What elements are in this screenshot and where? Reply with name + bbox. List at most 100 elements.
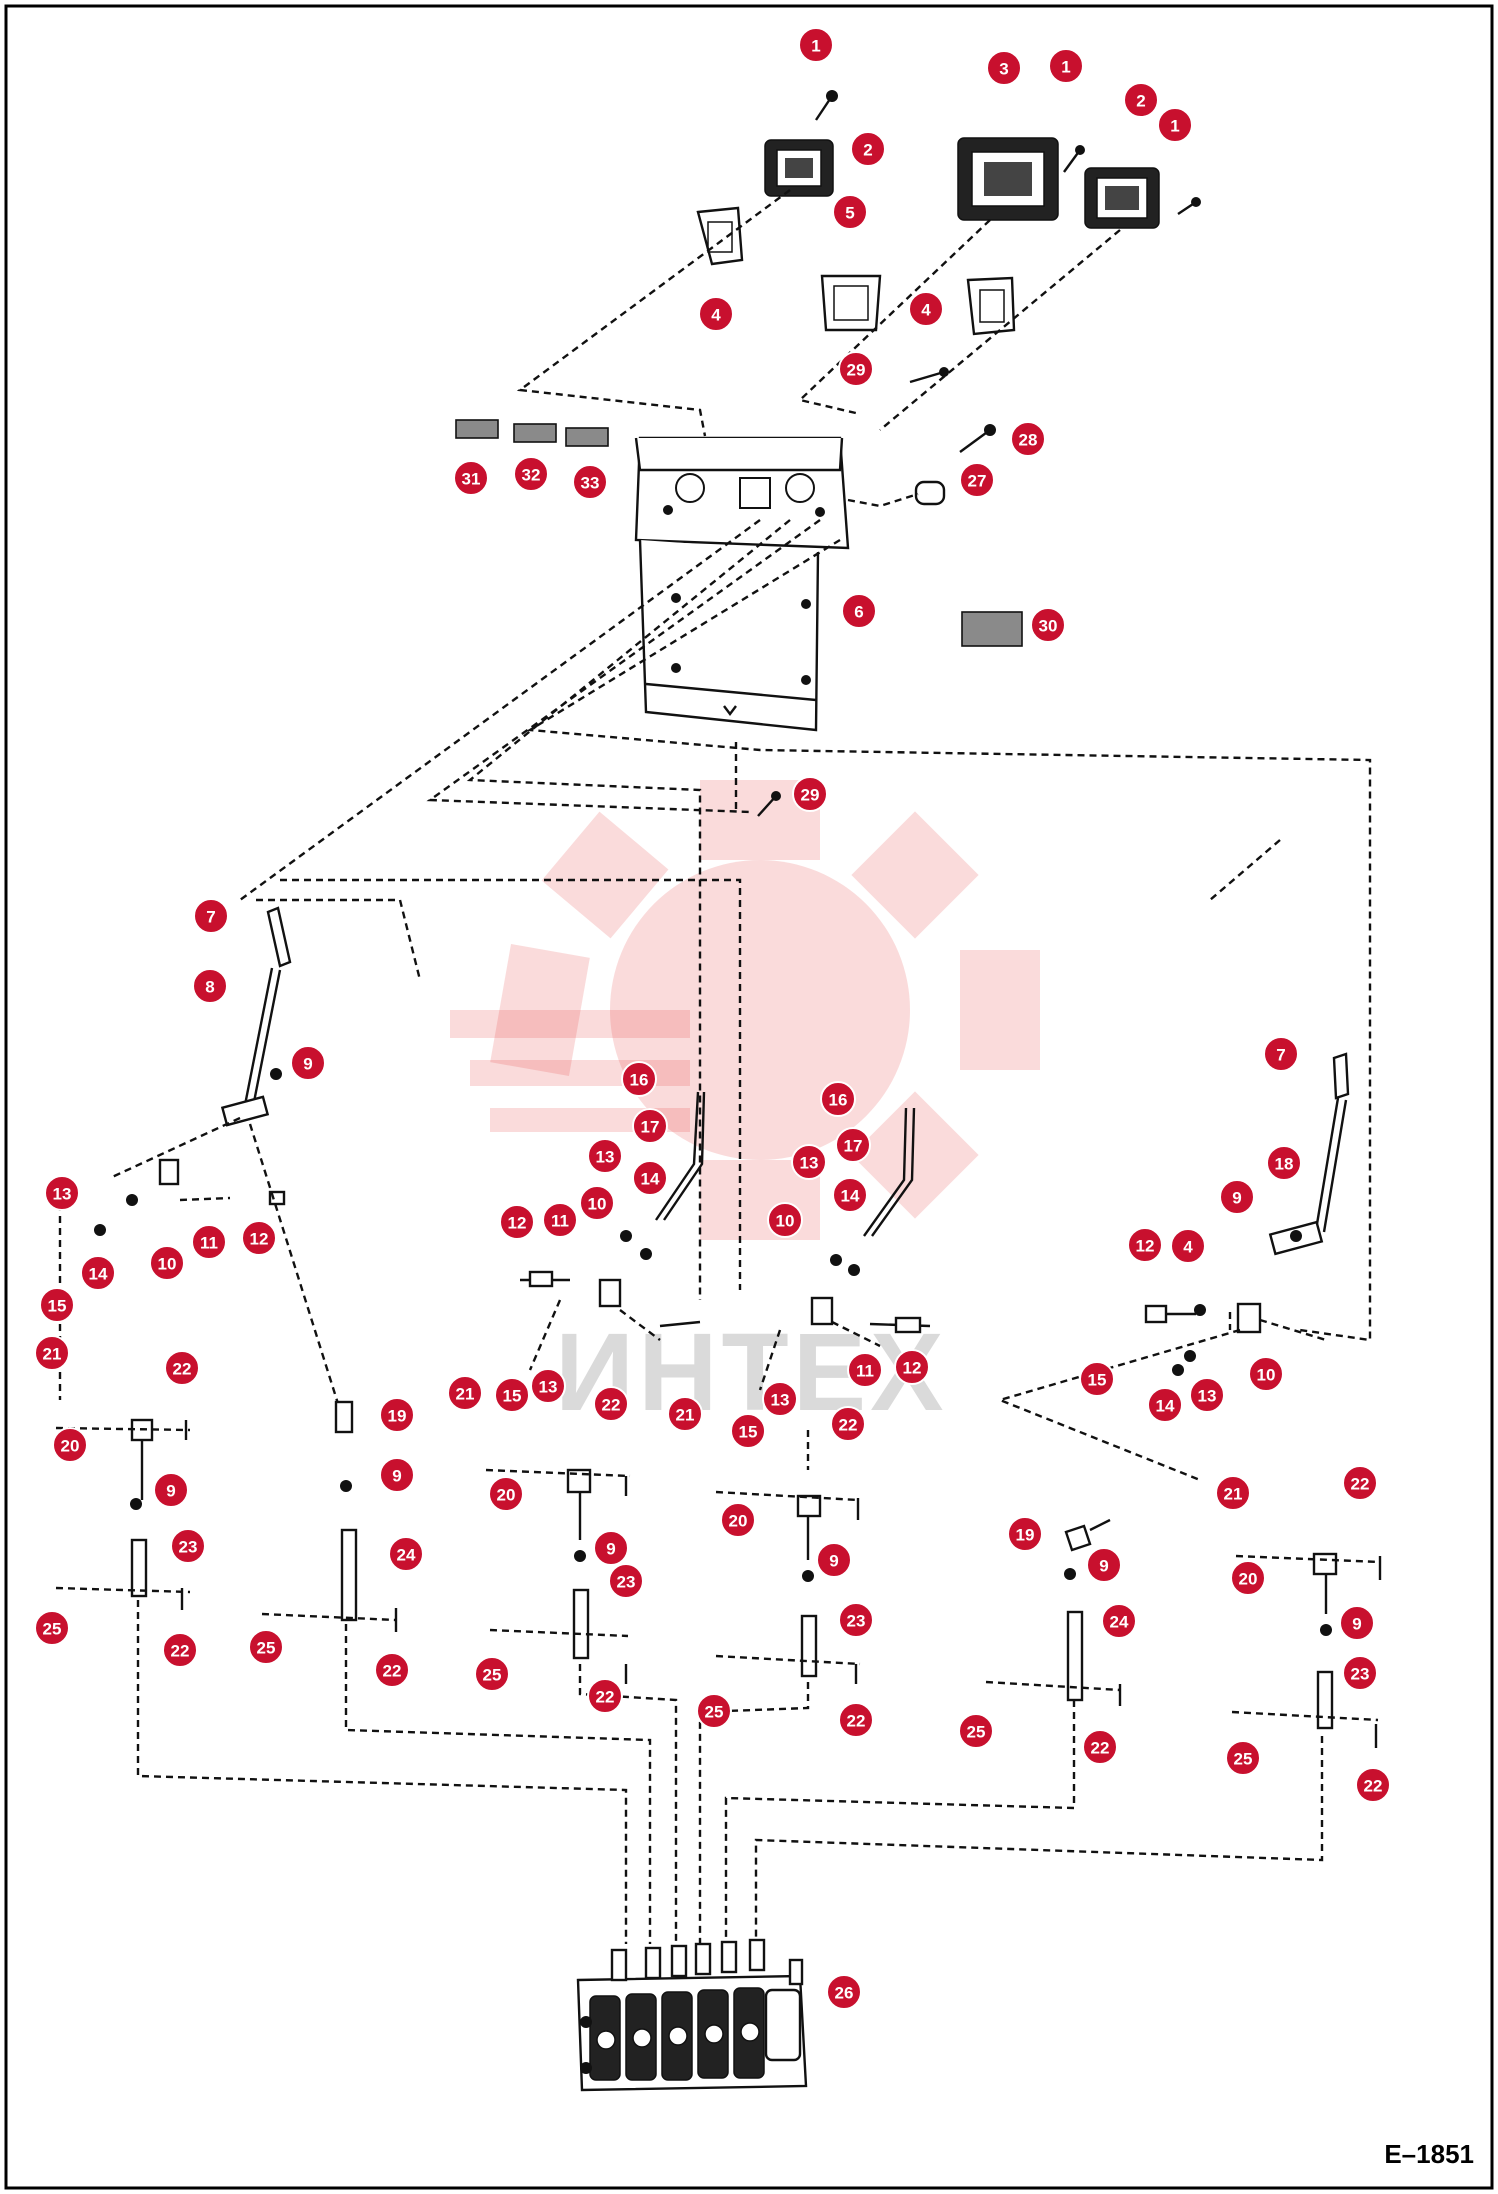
callout-badge[interactable]: 6 [841, 593, 877, 629]
callout-label: 12 [250, 1230, 269, 1249]
callout-badge[interactable]: 10 [1248, 1356, 1284, 1392]
callout-badge[interactable]: 17 [835, 1127, 871, 1163]
callout-badge[interactable]: 5 [832, 194, 868, 230]
callout-badge[interactable]: 11 [847, 1352, 883, 1388]
callout-badge[interactable]: 22 [587, 1678, 623, 1714]
callout-badge[interactable]: 23 [608, 1563, 644, 1599]
callout-badge[interactable]: 22 [162, 1632, 198, 1668]
callout-badge[interactable]: 22 [830, 1406, 866, 1442]
callout-badge[interactable]: 9 [153, 1472, 189, 1508]
callout-badge[interactable]: 29 [792, 776, 828, 812]
callout-label: 22 [596, 1688, 615, 1707]
callout-badge[interactable]: 9 [290, 1045, 326, 1081]
callout-badge[interactable]: 12 [499, 1204, 535, 1240]
callout-badge[interactable]: 15 [730, 1413, 766, 1449]
callout-badge[interactable]: 24 [1101, 1603, 1137, 1639]
callout-badge[interactable]: 10 [149, 1245, 185, 1281]
callout-badge[interactable]: 22 [1342, 1465, 1378, 1501]
callout-badge[interactable]: 26 [826, 1974, 862, 2010]
callout-badge[interactable]: 22 [838, 1702, 874, 1738]
callout-badge[interactable]: 16 [621, 1061, 657, 1097]
callout-badge[interactable]: 24 [388, 1536, 424, 1572]
callout-badge[interactable]: 29 [838, 351, 874, 387]
callout-badge[interactable]: 15 [494, 1377, 530, 1413]
callout-badge[interactable]: 12 [241, 1220, 277, 1256]
callout-badge[interactable]: 25 [696, 1693, 732, 1729]
callout-badge[interactable]: 9 [1219, 1179, 1255, 1215]
callout-badge[interactable]: 14 [1147, 1387, 1183, 1423]
callout-badge[interactable]: 13 [1189, 1377, 1225, 1413]
callout-badge[interactable]: 31 [453, 460, 489, 496]
callout-badge[interactable]: 1 [1157, 107, 1193, 143]
callout-badge[interactable]: 15 [1079, 1361, 1115, 1397]
callout-badge[interactable]: 22 [1082, 1729, 1118, 1765]
callout-badge[interactable]: 15 [39, 1287, 75, 1323]
callout-badge[interactable]: 21 [667, 1396, 703, 1432]
callout-badge[interactable]: 20 [488, 1476, 524, 1512]
callout-badge[interactable]: 22 [1355, 1767, 1391, 1803]
callout-badge[interactable]: 9 [1339, 1605, 1375, 1641]
callout-badge[interactable]: 18 [1266, 1145, 1302, 1181]
callout-badge[interactable]: 21 [1215, 1475, 1251, 1511]
callout-label: 32 [522, 466, 541, 485]
callout-badge[interactable]: 1 [798, 27, 834, 63]
callout-badge[interactable]: 13 [762, 1381, 798, 1417]
callout-circle [608, 1563, 644, 1599]
callout-badge[interactable]: 25 [34, 1610, 70, 1646]
callout-badge[interactable]: 11 [542, 1202, 578, 1238]
callout-circle [762, 1381, 798, 1417]
callout-badge[interactable]: 7 [1263, 1036, 1299, 1072]
callout-badge[interactable]: 8 [192, 968, 228, 1004]
callout-badge[interactable]: 23 [170, 1528, 206, 1564]
callout-badge[interactable]: 10 [579, 1185, 615, 1221]
callout-badge[interactable]: 4 [698, 296, 734, 332]
callout-badge[interactable]: 19 [379, 1397, 415, 1433]
callout-badge[interactable]: 22 [164, 1350, 200, 1386]
callout-badge[interactable]: 25 [248, 1629, 284, 1665]
callout-badge[interactable]: 12 [1127, 1227, 1163, 1263]
callout-badge[interactable]: 17 [632, 1108, 668, 1144]
callout-badge[interactable]: 16 [820, 1081, 856, 1117]
callout-badge[interactable]: 20 [720, 1502, 756, 1538]
callout-badge[interactable]: 14 [80, 1255, 116, 1291]
callout-badge[interactable]: 13 [530, 1368, 566, 1404]
callout-badge[interactable]: 7 [193, 898, 229, 934]
callout-badge[interactable]: 2 [850, 131, 886, 167]
callout-badge[interactable]: 2 [1123, 82, 1159, 118]
callout-badge[interactable]: 22 [593, 1386, 629, 1422]
callout-badge[interactable]: 14 [632, 1160, 668, 1196]
callout-badge[interactable]: 13 [587, 1138, 623, 1174]
callout-badge[interactable]: 9 [593, 1530, 629, 1566]
callout-badge[interactable]: 30 [1030, 607, 1066, 643]
callout-badge[interactable]: 11 [191, 1224, 227, 1260]
callout-badge[interactable]: 12 [894, 1349, 930, 1385]
callout-badge[interactable]: 9 [1086, 1547, 1122, 1583]
callout-badge[interactable]: 14 [832, 1177, 868, 1213]
callout-circle [1342, 1655, 1378, 1691]
callout-badge[interactable]: 21 [34, 1335, 70, 1371]
callout-badge[interactable]: 25 [1225, 1740, 1261, 1776]
callout-badge[interactable]: 33 [572, 464, 608, 500]
callout-badge[interactable]: 4 [908, 291, 944, 327]
callout-badge[interactable]: 21 [447, 1375, 483, 1411]
callout-badge[interactable]: 27 [959, 462, 995, 498]
callout-badge[interactable]: 13 [44, 1175, 80, 1211]
callout-badge[interactable]: 25 [474, 1656, 510, 1692]
callout-badge[interactable]: 9 [379, 1457, 415, 1493]
callout-badge[interactable]: 4 [1170, 1228, 1206, 1264]
callout-badge[interactable]: 32 [513, 456, 549, 492]
callout-badge[interactable]: 3 [986, 50, 1022, 86]
callout-badge[interactable]: 20 [52, 1427, 88, 1463]
callout-badge[interactable]: 23 [838, 1602, 874, 1638]
callout-badge[interactable]: 10 [767, 1202, 803, 1238]
callout-badge[interactable]: 28 [1010, 421, 1046, 457]
callout-badge[interactable]: 22 [374, 1652, 410, 1688]
callout-badge[interactable]: 13 [791, 1144, 827, 1180]
callout-badge[interactable]: 23 [1342, 1655, 1378, 1691]
callout-badge[interactable]: 19 [1007, 1516, 1043, 1552]
callout-badge[interactable]: 25 [958, 1713, 994, 1749]
callout-badge[interactable]: 9 [816, 1542, 852, 1578]
callout-label: 22 [173, 1360, 192, 1379]
callout-badge[interactable]: 1 [1048, 48, 1084, 84]
callout-badge[interactable]: 20 [1230, 1560, 1266, 1596]
